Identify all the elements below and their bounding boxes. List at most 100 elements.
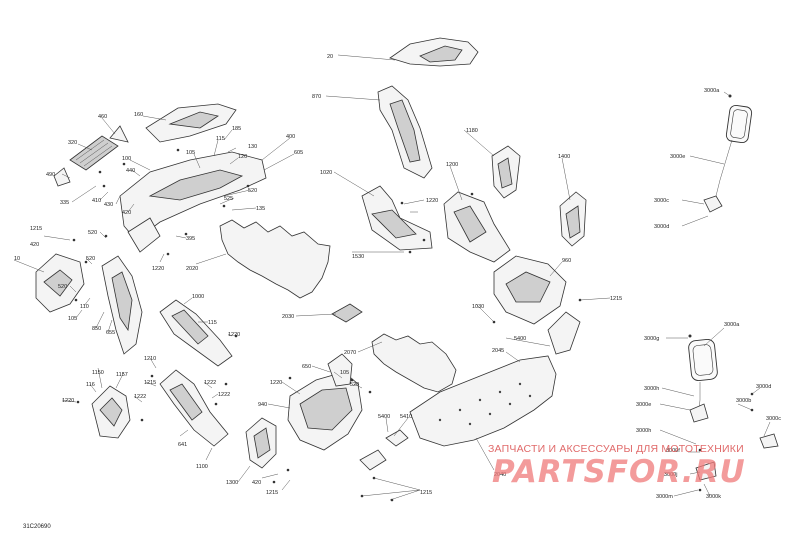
callout-430: 430 [104,202,113,208]
callout-105: 105 [340,370,349,376]
part-5400-bracket [359,449,387,471]
callout-3000j: 3000j [664,472,677,478]
part-2030-pad [331,303,363,323]
callout-20: 20 [327,54,333,60]
callout-1222: 1222 [204,380,216,386]
callout-655: 655 [106,330,115,336]
callout-1300: 1300 [226,480,238,486]
part-490-clip [53,167,71,187]
callout-3000c: 3000c [654,198,669,204]
callout-1220: 1220 [62,398,74,404]
callout-3000e: 3000e [670,154,685,160]
part-2020-mat [219,219,331,299]
part-3000-mirror-top [703,94,753,213]
callout-460: 460 [98,114,107,120]
callout-520: 520 [58,284,67,290]
part-5410-bracket [385,429,409,447]
callout-labels: 20 870 460 160 320 100 105 115 185 130 1… [14,54,781,500]
drawing-id: 31C20690 [23,524,51,530]
callout-1215: 1215 [266,490,278,496]
watermark-logo: PARTSFOR.RU [492,454,746,490]
callout-1220: 1220 [270,380,282,386]
callout-3000a: 3000a [724,322,740,328]
callout-1100: 1100 [196,464,208,470]
callout-3000f: 3000f [666,448,680,454]
callout-870: 870 [312,94,321,100]
callout-1020: 1020 [320,170,332,176]
callout-1215: 1215 [30,226,42,232]
part-1200-detail [453,205,487,243]
callout-3000h: 3000h [644,386,659,392]
callout-3000m: 3000m [656,494,673,500]
callout-1220: 1220 [426,198,438,204]
callout-2045: 2045 [492,348,504,354]
part-1000-detail [171,309,209,345]
leader-lines [13,54,771,501]
callout-1400: 1400 [558,154,570,160]
callout-5410: 5410 [400,414,412,420]
callout-1220: 1220 [152,266,164,272]
part-940-detail [299,387,353,431]
callout-1157: 1157 [116,372,128,378]
callout-520: 520 [88,230,97,236]
callout-100: 100 [122,156,131,162]
callout-3000h: 3000h [636,428,651,434]
part-655-post-detail [111,271,133,332]
callout-2030: 2030 [282,314,294,320]
callout-5400: 5400 [378,414,390,420]
callout-1220: 1220 [228,332,240,338]
callout-520: 520 [350,382,359,388]
callout-605: 605 [294,150,303,156]
callout-850: 850 [92,326,101,332]
callout-3000e: 3000e [636,402,651,408]
watermark-caption: ЗАПЧАСТИ И АКСЕССУАРЫ ДЛЯ МОТОТЕХНИКИ [488,443,744,455]
callout-410: 410 [92,198,101,204]
part-1100-detail [169,383,203,421]
callout-1222: 1222 [134,394,146,400]
callout-105: 105 [68,316,77,322]
part-1020-detail [371,209,417,239]
callout-3000b: 3000b [736,398,751,404]
callout-2040: 2040 [494,472,506,478]
part-320-grille-lines [75,139,113,167]
callout-1030: 1030 [472,304,484,310]
callout-135: 135 [256,206,265,212]
callout-420: 420 [30,242,39,248]
part-1150-detail [99,397,123,427]
callout-3000a: 3000a [704,88,720,94]
callout-1210: 1210 [144,356,156,362]
callout-130: 130 [248,144,257,150]
callout-110: 110 [80,304,89,310]
callout-960: 960 [562,258,571,264]
callout-105: 105 [186,150,195,156]
part-1300-detail [253,427,271,459]
callout-520: 520 [248,188,257,194]
callout-120: 120 [238,154,247,160]
callout-420: 420 [252,480,261,486]
part-2045-floor [409,355,557,447]
part-460-bezel [109,125,129,143]
part-2070-mat [371,333,457,393]
callout-3000c: 3000c [766,416,781,422]
part-160-dash-detail [168,111,220,129]
callout-400: 400 [286,134,295,140]
callout-1000: 1000 [192,294,204,300]
callout-1180: 1180 [466,128,478,134]
callout-185: 185 [232,126,241,132]
callout-2020: 2020 [186,266,198,272]
callout-420: 420 [122,210,131,216]
callout-3000d: 3000d [654,224,669,230]
callout-525: 525 [224,196,233,202]
callout-160: 160 [134,112,143,118]
callout-395: 395 [186,236,195,242]
part-870-panel-inner [389,99,421,163]
callout-490: 490 [46,172,55,178]
callout-1530: 1530 [352,254,364,260]
part-100-dashboard-detail [148,169,244,201]
callout-3000d: 3000d [756,384,771,390]
part-1400-detail [565,205,581,239]
part-100-dashboard-lower [127,217,161,253]
part-1180-detail [497,157,513,189]
callout-320: 320 [68,140,77,146]
